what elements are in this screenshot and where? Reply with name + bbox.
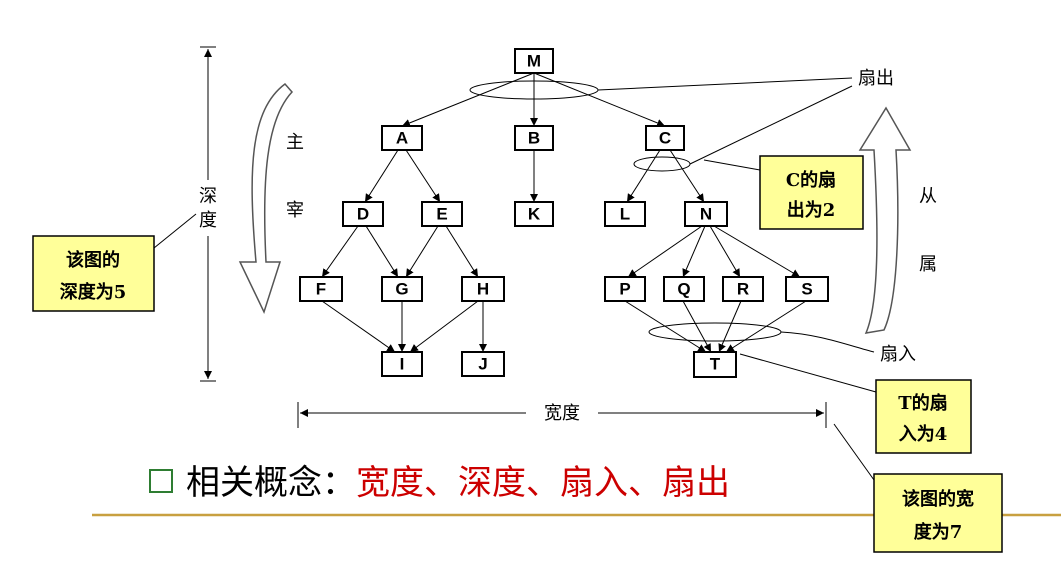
callout-t-fanin: T的扇 入为4 [739,353,972,454]
depth-label-1: 深 [199,186,217,207]
fanout-annotation: 扇出 [597,68,894,165]
svg-text:I: I [400,355,405,374]
node-f: F [299,276,343,302]
svg-text:B: B [528,129,540,148]
svg-text:度为7: 度为7 [914,521,963,543]
edge-h-i [409,300,479,353]
node-h: H [461,276,505,302]
svg-text:D: D [357,205,369,224]
node-c: C [645,125,685,151]
node-e: E [421,201,463,227]
node-k: K [514,201,554,227]
concepts-text: 相关概念：宽度、深度、扇入、扇出 [186,463,730,503]
svg-text:T的扇: T的扇 [898,392,947,414]
edge-a-e [405,149,441,203]
svg-text:G: G [395,280,408,299]
node-r: R [722,276,764,302]
dominate-label-2: 宰 [286,200,304,221]
node-n: N [684,201,728,227]
callout-width: 该图的宽 度为7 [833,423,1003,553]
svg-text:S: S [801,280,812,299]
svg-text:入为4: 入为4 [899,423,948,445]
svg-text:A: A [396,129,408,148]
edge-c-l [626,149,661,203]
edge-n-r [709,225,741,278]
svg-text:N: N [700,205,712,224]
edge-e-g [405,225,439,278]
svg-text:L: L [620,205,630,224]
svg-text:Q: Q [677,280,690,299]
nodes: M A B C D E K L N F G H P Q R S I J T [299,48,829,378]
node-i: I [381,351,423,377]
svg-text:J: J [478,355,487,374]
concepts-terms: 宽度、深度、扇入、扇出 [356,463,730,503]
svg-text:K: K [528,205,541,224]
svg-text:T: T [710,355,721,374]
dominate-label-1: 主 [286,132,304,153]
subordinate-arrow: 从 属 [858,106,937,334]
svg-text:出为2: 出为2 [787,199,836,221]
fanout-arc-c [633,156,691,172]
node-p: P [604,276,646,302]
width-dimension: 宽度 [297,402,827,428]
callout-c-fanout: C的扇 出为2 [703,155,864,230]
svg-text:该图的: 该图的 [66,249,120,271]
edge-d-g [365,225,399,278]
width-label: 宽度 [544,403,580,424]
node-b: B [514,125,554,151]
subordinate-label-2: 属 [919,254,937,275]
depth-label-2: 度 [199,210,217,231]
node-a: A [381,125,423,151]
svg-text:E: E [436,205,447,224]
edge-f-i [321,300,396,353]
svg-text:R: R [737,280,749,299]
concepts-prefix: 相关概念： [186,463,356,503]
node-d: D [342,201,384,227]
fanout-label: 扇出 [858,68,894,89]
callout-depth: 该图的 深度为5 [32,213,197,312]
svg-text:该图的宽: 该图的宽 [902,488,974,510]
concepts-line: 相关概念：宽度、深度、扇入、扇出 [149,463,730,503]
edge-n-q [682,225,706,278]
svg-text:H: H [477,280,489,299]
edges [321,72,807,353]
edge-r-t [718,300,742,353]
edge-n-s [713,225,801,278]
fanin-annotation: 扇入 [780,331,916,365]
edge-e-h [445,225,479,278]
svg-text:P: P [619,280,630,299]
fanin-arc-t [648,322,782,342]
svg-text:C: C [659,129,671,148]
edge-d-f [321,225,359,278]
edge-n-p [627,225,703,278]
edge-q-t [682,300,712,353]
node-t: T [693,351,737,378]
node-m: M [514,48,554,74]
node-g: G [381,276,423,302]
svg-text:F: F [316,280,326,299]
edge-c-n [669,149,705,203]
edge-a-d [364,149,399,203]
fanin-label: 扇入 [880,344,916,365]
node-s: S [785,276,829,302]
subordinate-label-1: 从 [919,186,937,207]
svg-text:C的扇: C的扇 [786,169,836,191]
depth-dimension: 深 度 [199,46,217,382]
node-l: L [604,201,646,227]
node-j: J [461,351,505,377]
svg-text:M: M [527,52,541,71]
dominate-arrow: 主 宰 [238,82,304,315]
bullet-square [149,469,173,493]
node-q: Q [663,276,705,302]
svg-text:深度为5: 深度为5 [60,281,127,303]
